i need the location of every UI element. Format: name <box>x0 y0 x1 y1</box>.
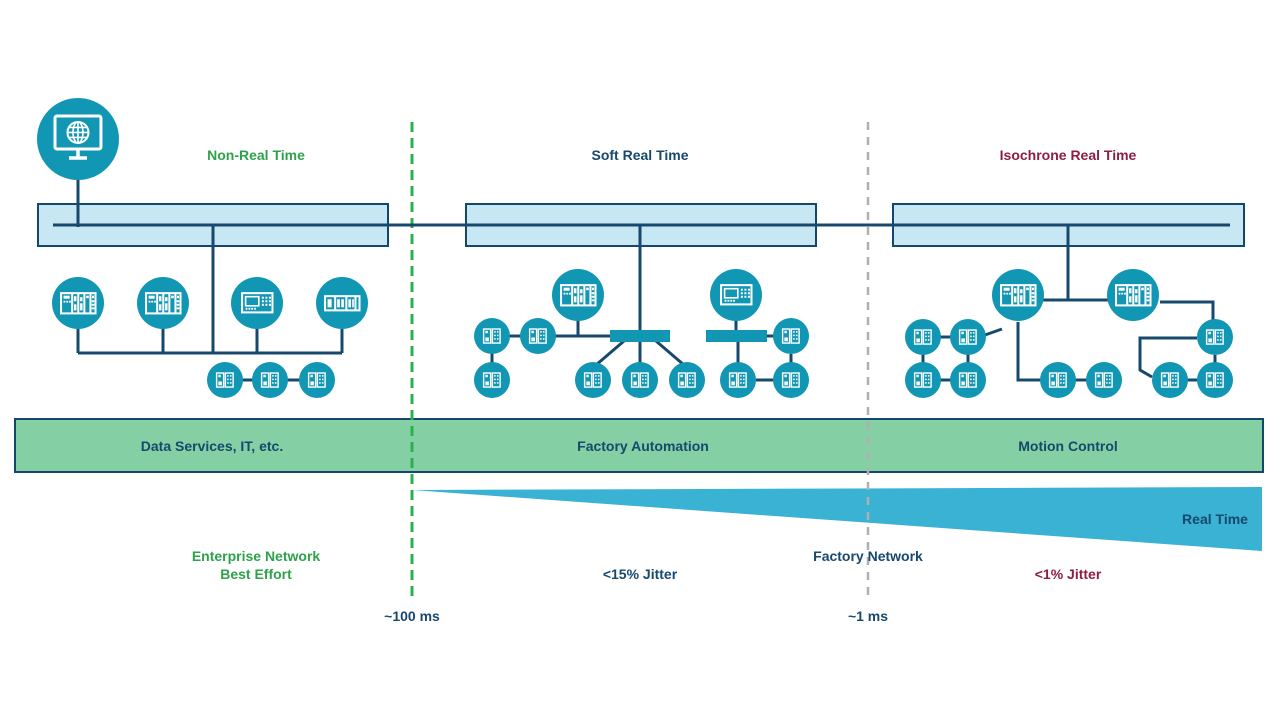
threshold-1ms-label: ~1 ms <box>847 608 889 624</box>
section-title-non-real-time: Non-Real Time <box>207 147 305 163</box>
io-device-node <box>299 362 335 398</box>
ethernet-bus-bar-non-real-time <box>37 203 389 247</box>
io-device-node <box>474 362 510 398</box>
hmi-panel-icon <box>237 283 278 324</box>
desktop-globe-icon <box>46 107 110 171</box>
io-device-icon <box>724 366 752 394</box>
io-device-icon <box>211 366 239 394</box>
io-device-icon <box>478 322 506 350</box>
io-device-icon <box>1044 366 1072 394</box>
io-device-icon <box>673 366 701 394</box>
io-device-node <box>905 362 941 398</box>
factory-network-label: Factory Network <box>813 548 923 564</box>
plc-controller-icon <box>58 283 99 324</box>
io-device-node <box>520 318 556 354</box>
io-device-node <box>1152 362 1188 398</box>
io-device-icon <box>909 323 937 351</box>
io-device-node <box>1086 362 1122 398</box>
application-zone-band <box>14 418 1264 473</box>
plc-controller-icon <box>1113 275 1154 316</box>
network-switch-bar <box>706 330 767 342</box>
io-device-node <box>474 318 510 354</box>
isochrone-jitter-label: <1% Jitter <box>1034 566 1102 582</box>
io-device-node <box>669 362 705 398</box>
plc-controller-node <box>52 277 104 329</box>
io-device-icon <box>954 366 982 394</box>
io-device-icon <box>256 366 284 394</box>
io-device-icon <box>626 366 654 394</box>
internet-pc-node <box>37 98 119 180</box>
best-effort-label: Best Effort <box>220 566 292 582</box>
io-device-node <box>207 362 243 398</box>
io-device-node <box>773 362 809 398</box>
soft-jitter-label: <15% Jitter <box>602 566 678 582</box>
real-time-wedge <box>412 487 1262 551</box>
io-device-node <box>1040 362 1076 398</box>
threshold-100ms-label: ~100 ms <box>384 608 440 624</box>
io-device-node <box>720 362 756 398</box>
io-device-icon <box>1201 323 1229 351</box>
section-title-isochrone: Isochrone Real Time <box>999 147 1137 163</box>
io-device-icon <box>1156 366 1184 394</box>
hmi-panel-icon <box>716 275 757 316</box>
io-rack-icon <box>322 283 363 324</box>
io-device-icon <box>524 322 552 350</box>
io-device-node <box>575 362 611 398</box>
io-device-icon <box>303 366 331 394</box>
io-device-node <box>252 362 288 398</box>
io-device-node <box>773 318 809 354</box>
zone-label-motion-control: Motion Control <box>1018 438 1118 454</box>
io-device-node <box>950 319 986 355</box>
plc-controller-node <box>992 269 1044 321</box>
io-device-icon <box>777 366 805 394</box>
plc-controller-node <box>137 277 189 329</box>
io-device-icon <box>1201 366 1229 394</box>
ethernet-bus-bar-soft-real-time <box>465 203 817 247</box>
zone-label-factory-automation: Factory Automation <box>577 438 709 454</box>
io-device-icon <box>579 366 607 394</box>
plc-controller-icon <box>998 275 1039 316</box>
network-switch-bar <box>610 330 670 342</box>
io-device-node <box>905 319 941 355</box>
plc-controller-icon <box>558 275 599 316</box>
zone-label-data-services: Data Services, IT, etc. <box>140 438 284 454</box>
io-device-icon <box>478 366 506 394</box>
io-device-node <box>1197 319 1233 355</box>
io-device-node <box>950 362 986 398</box>
hmi-panel-node <box>710 269 762 321</box>
plc-controller-icon <box>143 283 184 324</box>
ethernet-bus-bar-isochrone <box>892 203 1245 247</box>
hmi-panel-node <box>231 277 283 329</box>
io-device-node <box>622 362 658 398</box>
plc-controller-node <box>552 269 604 321</box>
section-title-soft-real-time: Soft Real Time <box>591 147 689 163</box>
plc-controller-node <box>1107 269 1159 321</box>
io-device-icon <box>1090 366 1118 394</box>
io-device-node <box>1197 362 1233 398</box>
io-rack-node <box>316 277 368 329</box>
io-device-icon <box>909 366 937 394</box>
enterprise-network-label: Enterprise Network <box>191 548 321 564</box>
real-time-wedge-label: Real Time <box>1182 511 1248 527</box>
io-device-icon <box>777 322 805 350</box>
io-device-icon <box>954 323 982 351</box>
